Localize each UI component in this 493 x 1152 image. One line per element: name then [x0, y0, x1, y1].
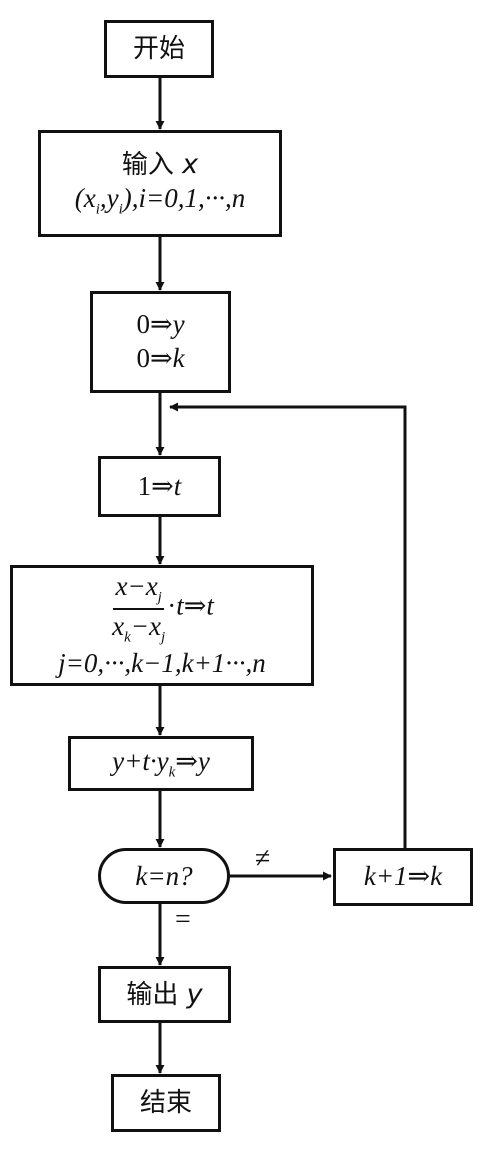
decision-label: k=n?	[135, 860, 193, 891]
set-t-label: 1⇒t	[137, 470, 182, 501]
fraction: x−xj xk−xj	[112, 571, 166, 646]
init-y: 0⇒y	[136, 309, 185, 340]
increment-label: k+1⇒k	[363, 861, 443, 892]
end-label: 结束	[139, 1087, 192, 1118]
product-range: j=0,···,k−1,k+1···,n	[58, 647, 266, 678]
start-box: 开始	[104, 20, 214, 78]
set-t-box: 1⇒t	[98, 456, 221, 517]
input-data-points: (xi,yi),i=0,1,···,n	[74, 182, 246, 218]
output-label: 输出 y	[126, 978, 203, 1010]
product-box: x−xj xk−xj ·t⇒t j=0,···,k−1,k+1···,n	[10, 565, 314, 686]
init-k: 0⇒k	[136, 343, 185, 373]
input-box: 输入 x (xi,yi),i=0,1,···,n	[38, 130, 282, 237]
edge-label-not-equal: ≠	[255, 843, 271, 874]
accumulate-label: y+t·yk⇒y	[112, 745, 210, 781]
decision-node: k=n?	[98, 848, 230, 904]
increment-box: k+1⇒k	[333, 848, 473, 906]
input-label: 输入 x	[121, 149, 199, 181]
edge-label-equal: =	[175, 904, 191, 935]
start-label: 开始	[132, 33, 185, 64]
loop-back-line	[169, 402, 407, 848]
product-formula: x−xj xk−xj ·t⇒t	[112, 571, 214, 646]
accumulate-box: y+t·yk⇒y	[68, 736, 254, 791]
output-box: 输出 y	[98, 966, 231, 1023]
init-box: 0⇒y 0⇒k	[90, 291, 231, 393]
end-box: 结束	[111, 1074, 221, 1132]
